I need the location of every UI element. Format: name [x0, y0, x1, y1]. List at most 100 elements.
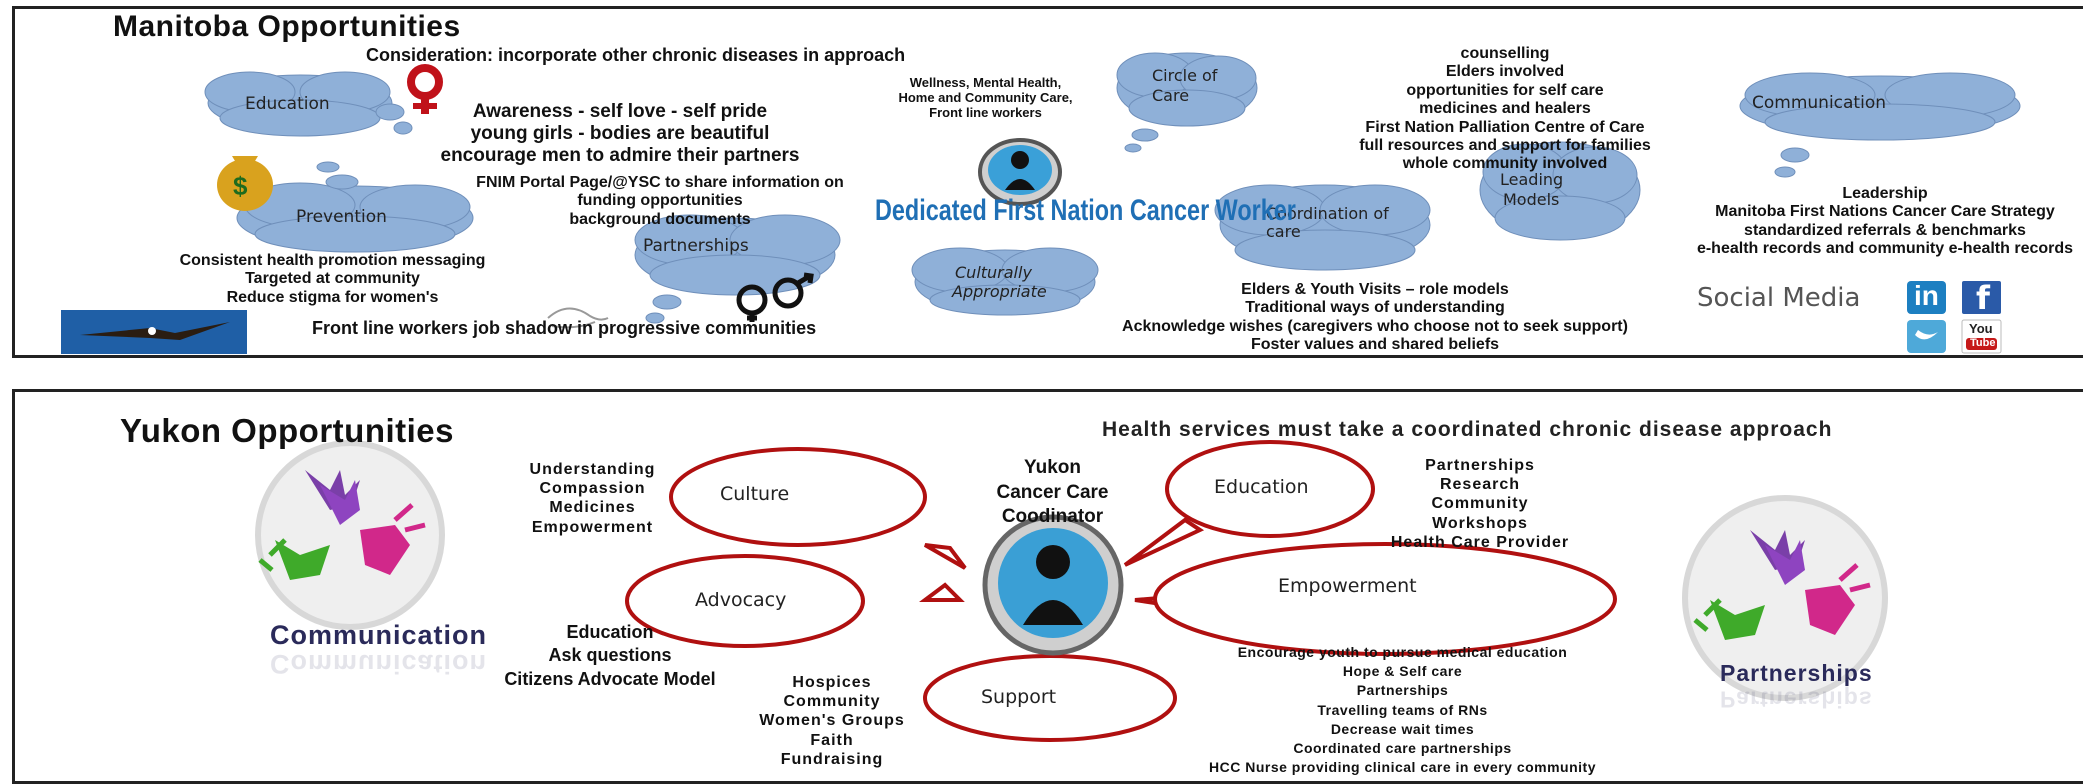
- empowerment-line: Decrease wait times: [1330, 720, 1475, 737]
- care-line: Elders involved: [1445, 63, 1565, 81]
- empowerment-line: Encourage youth to pursue medical educat…: [1237, 644, 1568, 660]
- care-line: opportunities for self care: [1406, 81, 1604, 99]
- cloud-partnerships-label: Partnerships: [643, 236, 749, 256]
- youtube-label-2[interactable]: Tube: [1970, 337, 1996, 349]
- facebook-icon: [1962, 281, 2001, 314]
- fnim-line: FNIM Portal Page/@YSC to share informati…: [476, 174, 844, 191]
- support-line: Community: [783, 693, 881, 711]
- hands-right-icon: [1682, 495, 1888, 701]
- culture-line: Understanding: [529, 461, 656, 478]
- dedicated-worker-title: Dedicated First Nation Cancer Worker: [875, 194, 1296, 227]
- linkedin-label[interactable]: in: [1914, 280, 1939, 311]
- cloud-education-label: Education: [245, 94, 330, 114]
- bubble-advocacy-label: Advocacy: [695, 589, 787, 611]
- empowerment-line: Hope & Self care: [1342, 663, 1463, 680]
- advocacy-line: Ask questions: [548, 645, 672, 666]
- cloud-coordination-label-2: care: [1266, 222, 1301, 241]
- youtube-icon: [1961, 319, 2002, 354]
- health-promotion-list: Consistent health promotion messaging Ta…: [105, 252, 560, 307]
- social-media-label: Social Media: [1697, 283, 1861, 313]
- female-symbol-icon: [407, 64, 443, 114]
- gender-rings-icon: [736, 272, 814, 322]
- facebook-label[interactable]: f: [1976, 279, 1990, 317]
- support-line: Fundraising: [780, 750, 884, 768]
- leadership-line: Leadership: [1842, 185, 1928, 202]
- youtube-label-1[interactable]: You: [1969, 321, 1993, 336]
- cloud-leading-label-2: Models: [1503, 190, 1560, 209]
- cloud-communication-label: Communication: [1752, 93, 1886, 113]
- cloud-circle-of-care-label-2: Care: [1152, 86, 1190, 105]
- consideration-text: Consideration: incorporate other chronic…: [366, 45, 906, 65]
- empowerment-list: Encourage youth to pursue medical educat…: [1155, 643, 1650, 777]
- cloud-coordination-label-1: Coordination of: [1266, 204, 1389, 223]
- elders-line: Acknowledge wishes (caregivers who choos…: [1122, 317, 1628, 335]
- wellness-list: Wellness, Mental Health, Home and Commun…: [878, 75, 1093, 121]
- leadership-line: Manitoba First Nations Cancer Care Strat…: [1715, 203, 2055, 221]
- elders-line: Elders & Youth Visits – role models: [1241, 281, 1509, 298]
- empowerment-line: Partnerships: [1356, 682, 1449, 699]
- center-title: Yukon Cancer Care Coodinator: [965, 456, 1140, 530]
- education-line: Research: [1439, 476, 1521, 494]
- partnerships-reflection: Partnerships: [1720, 686, 1873, 713]
- leadership-list: Leadership Manitoba First Nations Cancer…: [1625, 185, 2083, 259]
- culture-list: Understanding Compassion Medicines Empow…: [500, 460, 685, 537]
- cloud-circle-of-care-label-1: Circle of: [1152, 66, 1218, 85]
- twitter-icon: [1907, 320, 1946, 353]
- cloud-culturally-label-2: Appropriate: [952, 282, 1047, 301]
- health-promo-line: Consistent health promotion messaging: [179, 252, 486, 269]
- wellness-line: Home and Community Care,: [898, 89, 1073, 105]
- advocacy-list: Education Ask questions Citizens Advocat…: [480, 621, 740, 691]
- health-promo-line: Targeted at community: [245, 270, 420, 288]
- fnim-line: background documents: [569, 210, 751, 228]
- education-line: Health Care Provider: [1390, 533, 1570, 551]
- eagle-image: [61, 310, 247, 354]
- empowerment-line: HCC Nurse providing clinical care in eve…: [1209, 759, 1596, 776]
- awareness-line: young girls - bodies are beautiful: [470, 122, 770, 144]
- money-bag-icon: $: [217, 156, 273, 211]
- fnim-line: funding opportunities: [577, 192, 743, 210]
- yukon-headline: Health services must take a coordinated …: [1102, 418, 1833, 441]
- elders-line: Foster values and shared beliefs: [1250, 336, 1500, 354]
- education-list: Partnerships Research Community Workshop…: [1350, 456, 1610, 552]
- center-line: Cancer Care: [996, 481, 1109, 503]
- bubble-culture-label: Culture: [720, 483, 790, 505]
- culture-line: Medicines: [549, 499, 636, 517]
- education-line: Workshops: [1432, 514, 1528, 532]
- advocacy-line: Education: [566, 622, 654, 642]
- health-promo-line: Reduce stigma for women's: [226, 288, 439, 306]
- support-line: Faith: [810, 731, 854, 749]
- empowerment-line: Travelling teams of RNs: [1317, 701, 1488, 718]
- wellness-line: Wellness, Mental Health,: [909, 75, 1062, 90]
- elders-line: Traditional ways of understanding: [1245, 299, 1505, 317]
- culture-line: Empowerment: [531, 518, 654, 536]
- partnerships-label: Partnerships: [1720, 660, 1873, 686]
- communication-label: Communication: [270, 620, 488, 650]
- awareness-line: Awareness - self love - self pride: [472, 101, 768, 122]
- cloud-leading-label-1: Leading: [1500, 170, 1564, 189]
- support-list: Hospices Community Women's Groups Faith …: [712, 673, 952, 769]
- bubble-education-label: Education: [1214, 476, 1309, 498]
- cloud-prevention-label: Prevention: [296, 207, 387, 227]
- education-line: Community: [1431, 495, 1529, 513]
- bubble-support-label: Support: [981, 686, 1057, 708]
- handshake-icon: [547, 307, 609, 329]
- coordinator-avatar-icon: [982, 514, 1124, 656]
- advocacy-line: Citizens Advocate Model: [504, 668, 716, 689]
- empowerment-line: Coordinated care partnerships: [1293, 739, 1512, 756]
- front-line-text: Front line workers job shadow in progres…: [312, 318, 817, 338]
- yukon-title: Yukon Opportunities: [120, 412, 455, 449]
- wellness-line: Front line workers: [929, 104, 1042, 120]
- awareness-line: encourage men to admire their partners: [440, 144, 800, 166]
- care-line: full resources and support for families: [1359, 136, 1651, 154]
- center-line: Yukon: [1023, 457, 1081, 478]
- culture-line: Compassion: [539, 480, 646, 498]
- bubble-empowerment-label: Empowerment: [1278, 575, 1417, 597]
- care-list: counselling Elders involved opportunitie…: [1290, 45, 1720, 174]
- manitoba-title: Manitoba Opportunities: [113, 10, 461, 43]
- cloud-culturally-label-1: Culturally: [955, 263, 1032, 282]
- elders-list: Elders & Youth Visits – role models Trad…: [1015, 281, 1735, 355]
- leadership-line: e-health records and community e-health …: [1696, 240, 2074, 258]
- education-line: Partnerships: [1425, 457, 1535, 474]
